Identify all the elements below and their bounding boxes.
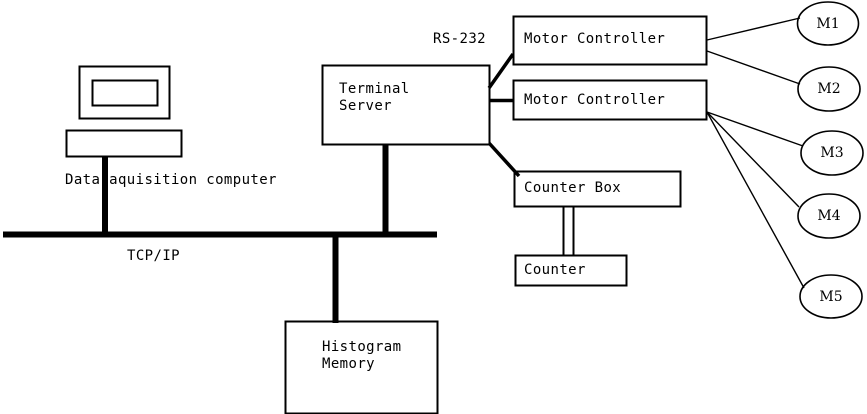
- motor-label-m3: M3: [820, 145, 844, 161]
- counter-box: [514, 254, 628, 287]
- link-motor-controller-2-to-m5: [706, 111, 805, 289]
- counter-label: Counter: [524, 262, 586, 278]
- terminal-server-label-line2: Server: [339, 98, 392, 114]
- counter-box-box: [513, 170, 682, 208]
- motor-node-m5[interactable]: [799, 274, 863, 319]
- link-terminal-server-to-motor-controller-1: [487, 52, 515, 90]
- motor-label-m4: M4: [817, 208, 841, 224]
- link-motor-controller-2-to-m4: [706, 111, 800, 208]
- link-motor-controller-2-to-m3: [706, 111, 804, 147]
- motor-label-m1: M1: [816, 16, 840, 32]
- terminal-server-box: [321, 64, 491, 146]
- motor-label-m5: M5: [819, 289, 843, 305]
- motor-node-m1[interactable]: [796, 1, 860, 46]
- motor-controller-2-label: Motor Controller: [524, 92, 666, 108]
- histogram-memory-label-line1: Histogram: [322, 339, 402, 355]
- motor-node-m4[interactable]: [797, 193, 861, 239]
- counter-box-label: Counter Box: [524, 180, 622, 196]
- motor-node-m3[interactable]: [800, 130, 864, 176]
- computer-monitor-screen: [91, 79, 159, 107]
- computer-base: [65, 129, 183, 158]
- motor-node-m2[interactable]: [797, 66, 861, 112]
- tcpip-bus-label: TCP/IP: [127, 248, 180, 264]
- histogram-memory-label-line2: Memory: [322, 356, 375, 372]
- motor-controller-1-label: Motor Controller: [524, 31, 666, 47]
- rs232-label: RS-232: [433, 31, 486, 47]
- computer-monitor-outer: [78, 65, 171, 120]
- data-acquisition-computer-label: Data aquisition computer: [65, 172, 277, 188]
- terminal-server-label-line1: Terminal: [339, 81, 410, 97]
- motor-label-m2: M2: [817, 81, 841, 97]
- motor-controller-1-box: [512, 15, 708, 66]
- link-terminal-server-to-counter-box: [487, 141, 521, 178]
- link-motor-controller-1-to-m1: [706, 17, 801, 41]
- link-motor-controller-1-to-m2: [706, 50, 801, 85]
